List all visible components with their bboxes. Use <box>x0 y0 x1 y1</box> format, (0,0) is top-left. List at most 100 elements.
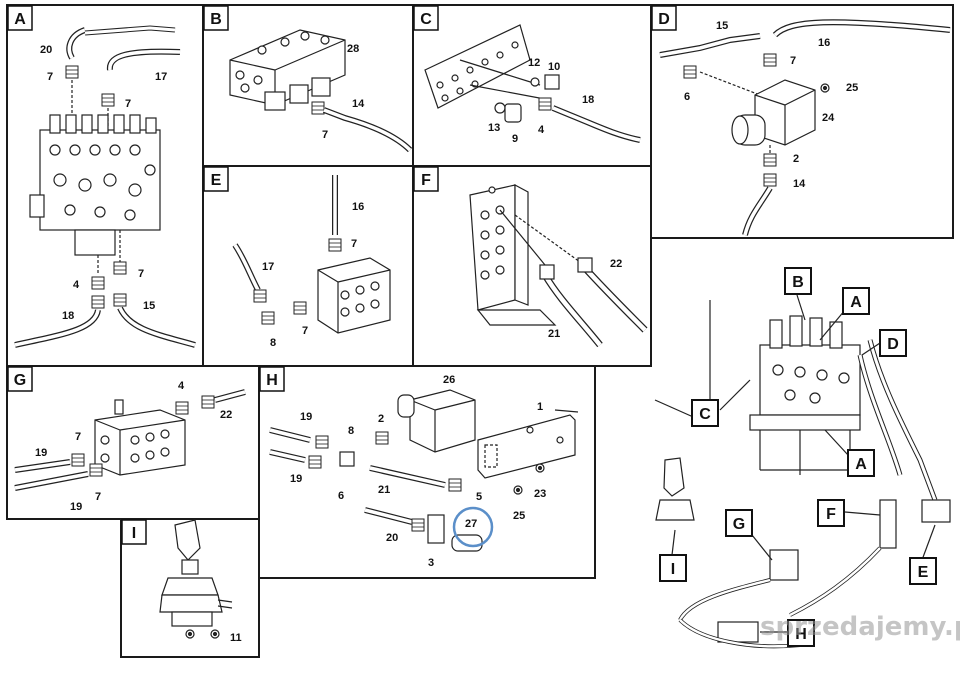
part-label: 11 <box>230 632 242 644</box>
panel-d-drawing <box>659 19 951 236</box>
svg-text:A: A <box>855 456 867 473</box>
part-label: 7 <box>790 55 796 67</box>
part-label: 26 <box>443 374 455 386</box>
part-label: 28 <box>347 43 359 55</box>
part-label: 21 <box>548 328 560 340</box>
panel-e-drawing <box>232 175 391 334</box>
part-label: 22 <box>610 258 622 270</box>
part-label: 14 <box>352 98 365 110</box>
part-label: 2 <box>793 153 799 165</box>
svg-text:I: I <box>132 525 136 542</box>
panel-b-drawing <box>229 29 413 153</box>
part-label: 7 <box>75 431 81 443</box>
part-label: 19 <box>290 473 302 485</box>
part-label: 5 <box>476 491 482 503</box>
callout-b: B <box>784 267 812 295</box>
part-label: 6 <box>684 91 690 103</box>
part-label: 19 <box>35 447 47 459</box>
svg-text:B: B <box>792 274 804 291</box>
panel-h-drawing <box>269 389 579 552</box>
watermark: sprzedajemy.pl <box>760 612 960 642</box>
panel-a-letter: A <box>7 5 33 31</box>
callout-e: E <box>909 557 937 585</box>
part-label: 13 <box>488 122 500 134</box>
part-label: 16 <box>818 37 830 49</box>
part-label: 7 <box>47 71 53 83</box>
panel-i-frame <box>120 518 260 658</box>
part-label: 15 <box>143 300 155 312</box>
svg-text:C: C <box>420 11 432 28</box>
part-label: 9 <box>512 133 518 145</box>
part-label: 7 <box>351 238 357 250</box>
part-label: 19 <box>70 501 82 513</box>
panel-h-letter: H <box>259 366 285 392</box>
svg-text:D: D <box>887 336 899 353</box>
panel-d-frame <box>650 4 954 239</box>
part-label-highlighted: 27 <box>465 518 477 530</box>
part-label: 4 <box>538 124 545 136</box>
callout-g: G <box>725 509 753 537</box>
part-label: 1 <box>537 401 543 413</box>
panel-c-drawing <box>424 24 641 143</box>
svg-text:G: G <box>14 372 26 389</box>
part-label: 21 <box>378 484 390 496</box>
part-label: 8 <box>270 337 276 349</box>
part-label: 16 <box>352 201 364 213</box>
part-label: 15 <box>716 20 728 32</box>
part-label: 7 <box>302 325 308 337</box>
callout-a-top: A <box>842 287 870 315</box>
svg-text:E: E <box>918 564 929 581</box>
callout-h: H <box>787 619 815 647</box>
part-label: 4 <box>178 380 185 392</box>
panel-a-drawing <box>14 25 196 348</box>
part-label: 4 <box>73 279 80 291</box>
part-label: 3 <box>428 557 434 569</box>
panel-c-letter: C <box>413 5 439 31</box>
svg-text:E: E <box>211 172 222 189</box>
part-label: 22 <box>220 409 232 421</box>
part-label: 12 <box>528 57 540 69</box>
panel-d-letter: D <box>651 5 677 31</box>
callout-f: F <box>817 499 845 527</box>
panel-e-letter: E <box>203 166 229 192</box>
part-label: 7 <box>322 129 328 141</box>
part-label: 17 <box>155 71 167 83</box>
svg-text:A: A <box>14 11 26 28</box>
part-label: 18 <box>62 310 74 322</box>
callout-i: I <box>659 554 687 582</box>
overview-drawing <box>654 300 951 649</box>
svg-text:F: F <box>826 506 836 523</box>
panel-i-letter: I <box>121 519 147 545</box>
svg-text:D: D <box>658 11 670 28</box>
svg-text:A: A <box>850 294 862 311</box>
panel-g-letter: G <box>7 366 33 392</box>
part-label: 25 <box>513 510 525 522</box>
part-label: 8 <box>348 425 354 437</box>
svg-text:G: G <box>733 516 745 533</box>
panel-i-drawing <box>159 519 233 639</box>
part-label: 7 <box>95 491 101 503</box>
part-label: 7 <box>125 98 131 110</box>
part-label: 24 <box>822 112 835 124</box>
part-label: 7 <box>138 268 144 280</box>
part-label: 20 <box>40 44 52 56</box>
part-label: 19 <box>300 411 312 423</box>
callout-c: C <box>691 399 719 427</box>
part-label: 6 <box>338 490 344 502</box>
panel-b-letter: B <box>203 5 229 31</box>
callout-leaders <box>671 294 936 633</box>
part-label: 20 <box>386 532 398 544</box>
part-label: 14 <box>793 178 806 190</box>
part-label: 2 <box>378 413 384 425</box>
svg-text:C: C <box>699 406 711 423</box>
part-label: 18 <box>582 94 594 106</box>
callout-d: D <box>879 329 907 357</box>
part-label: 10 <box>548 61 560 73</box>
svg-text:I: I <box>671 561 675 578</box>
svg-text:F: F <box>421 172 431 189</box>
svg-text:H: H <box>795 626 807 643</box>
panel-f-drawing <box>469 183 648 348</box>
svg-text:H: H <box>266 372 278 389</box>
part-label: 23 <box>534 488 546 500</box>
